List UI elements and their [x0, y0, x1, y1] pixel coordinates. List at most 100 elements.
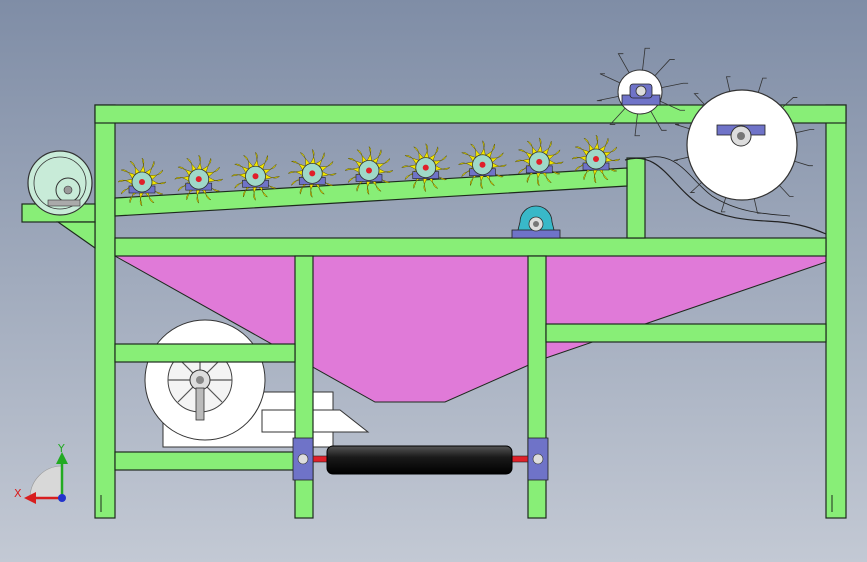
disc-tine [689, 182, 702, 193]
rotor-blade [490, 161, 508, 169]
rotor-blade [233, 163, 251, 176]
rotor-blade [204, 166, 220, 178]
frame-mid-beam [114, 237, 827, 257]
roller-drum [326, 445, 513, 475]
rotor-blade [287, 169, 305, 177]
wheel-tine [634, 113, 640, 137]
rotor-shaft [593, 156, 599, 162]
rotor-blade [344, 167, 361, 175]
wheel-tine [654, 59, 675, 77]
rotor-blade [356, 149, 368, 166]
rotor-blade [117, 178, 134, 186]
blower-arm [195, 387, 205, 421]
cleaning-disc [673, 76, 815, 214]
rotor-blade [544, 149, 561, 161]
frame-left-post [94, 104, 116, 519]
disc-tine [725, 76, 731, 92]
rotor-blade [583, 137, 595, 154]
disc-tine [720, 197, 727, 213]
rotor-blade [308, 148, 316, 166]
rotor-blade [483, 143, 496, 160]
blade-rotor [117, 157, 167, 207]
blade-rotor [344, 145, 394, 196]
rotor-blade [604, 155, 621, 163]
rotor-shaft [195, 176, 202, 183]
rotor-blade [374, 157, 391, 170]
rotor-blade [370, 148, 382, 166]
rotor-blade [526, 140, 539, 157]
disc-tine [795, 129, 815, 134]
disc-tine [782, 97, 798, 108]
rotor-blade [597, 137, 609, 154]
rotor-blade [540, 140, 552, 157]
rotor-shaft [479, 161, 486, 168]
wheel-tine [609, 107, 626, 125]
rotor-blade [517, 149, 534, 161]
rotor-blade [313, 151, 325, 168]
rotor-blade [433, 164, 451, 172]
frame-lower-left-beam [114, 343, 296, 363]
frame-top-beam [94, 104, 847, 124]
frame-base-beam [114, 451, 296, 471]
rotor-blade [242, 155, 255, 171]
inclined-tray [114, 167, 628, 217]
rotor-blade [317, 160, 334, 173]
disc-tine [693, 93, 705, 105]
rotor-blade [230, 172, 248, 180]
blade-rotor [230, 151, 281, 201]
mid-bearing [511, 205, 561, 239]
rotor-shaft [139, 179, 145, 185]
wheel-tine [659, 100, 686, 111]
rotor-blade [299, 152, 312, 169]
wheel-tine [596, 95, 619, 102]
rotor-blade [422, 142, 430, 160]
xyz-orientation-triad-icon: Y X [14, 442, 68, 504]
rotor-blade [431, 154, 447, 167]
frame-right-post [825, 104, 847, 519]
rotor-shaft [366, 167, 372, 174]
rotor-blade [256, 154, 269, 171]
disc-tine [753, 198, 762, 214]
rotor-blade [143, 160, 155, 177]
wheel-tine [661, 82, 689, 89]
wheel-tine [650, 110, 667, 131]
rotor-blade [195, 154, 203, 171]
rotor-shaft [309, 170, 316, 177]
disc-tine [757, 77, 767, 93]
top-feed-wheel [596, 47, 689, 137]
rotor-blade [290, 160, 307, 173]
rotor-blade [457, 161, 475, 169]
rotor-blade [601, 146, 618, 158]
conveyor-roller [292, 437, 549, 481]
wheel-tine [617, 53, 630, 74]
rotor-blade [199, 157, 212, 174]
rotor-shaft [252, 173, 259, 180]
blower-shaft [196, 376, 204, 384]
rotor-blade [478, 140, 486, 157]
rotor-blade [487, 152, 504, 164]
x-axis-label: X [14, 487, 22, 500]
drive-gear [27, 150, 93, 216]
disc-tine [675, 123, 690, 130]
blade-rotor [287, 148, 337, 199]
cutting-rotor-row [117, 134, 621, 207]
rotor-blade [186, 157, 198, 174]
discharge-chute [624, 157, 827, 235]
rotor-blade [469, 143, 482, 160]
rotor-blade [404, 155, 421, 167]
rotor-blade [150, 178, 167, 186]
rotor-blade [426, 146, 439, 163]
rotor-blade [138, 157, 146, 174]
frame-lower-right-beam [545, 323, 827, 343]
blade-rotor [457, 140, 508, 190]
rotor-blade [147, 169, 164, 181]
rotor-shaft [536, 158, 543, 165]
rotor-blade [177, 166, 194, 179]
rotor-blade [206, 175, 224, 183]
rotor-blade [401, 164, 418, 172]
rotor-blade [174, 175, 191, 183]
rotor-blade [365, 145, 373, 163]
rotor-blade [120, 169, 137, 181]
